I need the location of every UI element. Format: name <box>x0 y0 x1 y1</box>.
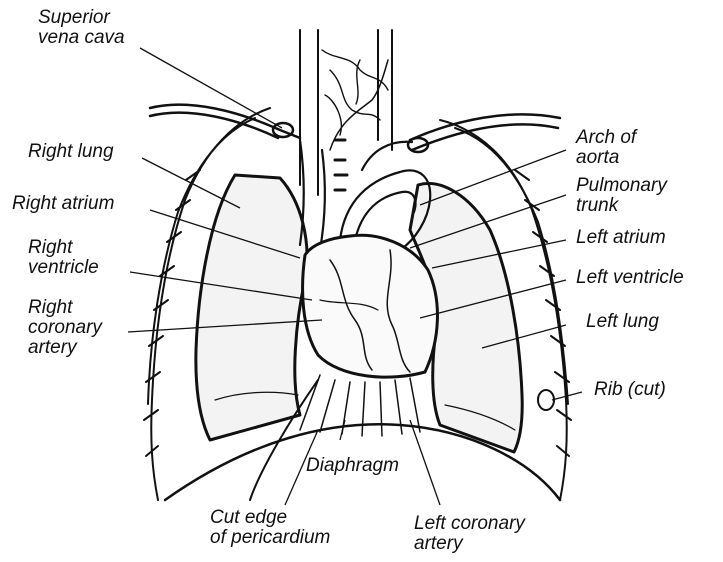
label-right-ventricle-line-1: Right <box>28 238 99 258</box>
label-cut-edge-of-pericardium: Cut edge of pericardium <box>210 508 330 548</box>
right-lung <box>196 175 307 440</box>
label-arch-of-aorta-line-1: Arch of <box>576 128 636 148</box>
label-rib-cut-line-1: Rib (cut) <box>594 380 666 400</box>
label-left-ventricle: Left ventricle <box>576 268 684 288</box>
label-superior-vena-cava-line-1: Superior <box>38 8 125 28</box>
label-left-ventricle-line-1: Left ventricle <box>576 268 684 288</box>
label-right-coronary-artery-line-1: Right <box>28 298 102 318</box>
label-cut-edge-of-pericardium-line-2: of pericardium <box>210 528 330 548</box>
heart <box>303 235 438 377</box>
label-diaphragm-line-1: Diaphragm <box>306 456 399 476</box>
label-superior-vena-cava-line-2: vena cava <box>38 28 125 48</box>
label-pulmonary-trunk-line-2: trunk <box>576 196 667 216</box>
label-left-coronary-artery-line-1: Left coronary <box>414 514 525 534</box>
label-superior-vena-cava: Superior vena cava <box>38 8 125 48</box>
label-diaphragm: Diaphragm <box>306 456 399 476</box>
label-left-atrium: Left atrium <box>576 228 666 248</box>
label-pulmonary-trunk-line-1: Pulmonary <box>576 176 667 196</box>
label-right-ventricle-line-2: ventricle <box>28 258 99 278</box>
label-right-coronary-artery-line-2: coronary <box>28 318 102 338</box>
label-right-atrium-line-1: Right atrium <box>12 194 114 214</box>
label-cut-edge-of-pericardium-line-1: Cut edge <box>210 508 330 528</box>
label-left-coronary-artery: Left coronary artery <box>414 514 525 554</box>
label-right-lung-line-1: Right lung <box>28 142 114 162</box>
label-rib-cut: Rib (cut) <box>594 380 666 400</box>
label-right-ventricle: Right ventricle <box>28 238 99 278</box>
label-arch-of-aorta: Arch of aorta <box>576 128 636 168</box>
label-left-coronary-artery-line-2: artery <box>414 534 525 554</box>
label-right-lung: Right lung <box>28 142 114 162</box>
label-arch-of-aorta-line-2: aorta <box>576 148 636 168</box>
trachea <box>300 30 392 195</box>
label-left-atrium-line-1: Left atrium <box>576 228 666 248</box>
rib-cut-end <box>538 390 554 410</box>
label-left-lung-line-1: Left lung <box>586 312 659 332</box>
label-right-atrium: Right atrium <box>12 194 114 214</box>
label-pulmonary-trunk: Pulmonary trunk <box>576 176 667 216</box>
label-right-coronary-artery: Right coronary artery <box>28 298 102 358</box>
label-right-coronary-artery-line-3: artery <box>28 338 102 358</box>
label-left-lung: Left lung <box>586 312 659 332</box>
